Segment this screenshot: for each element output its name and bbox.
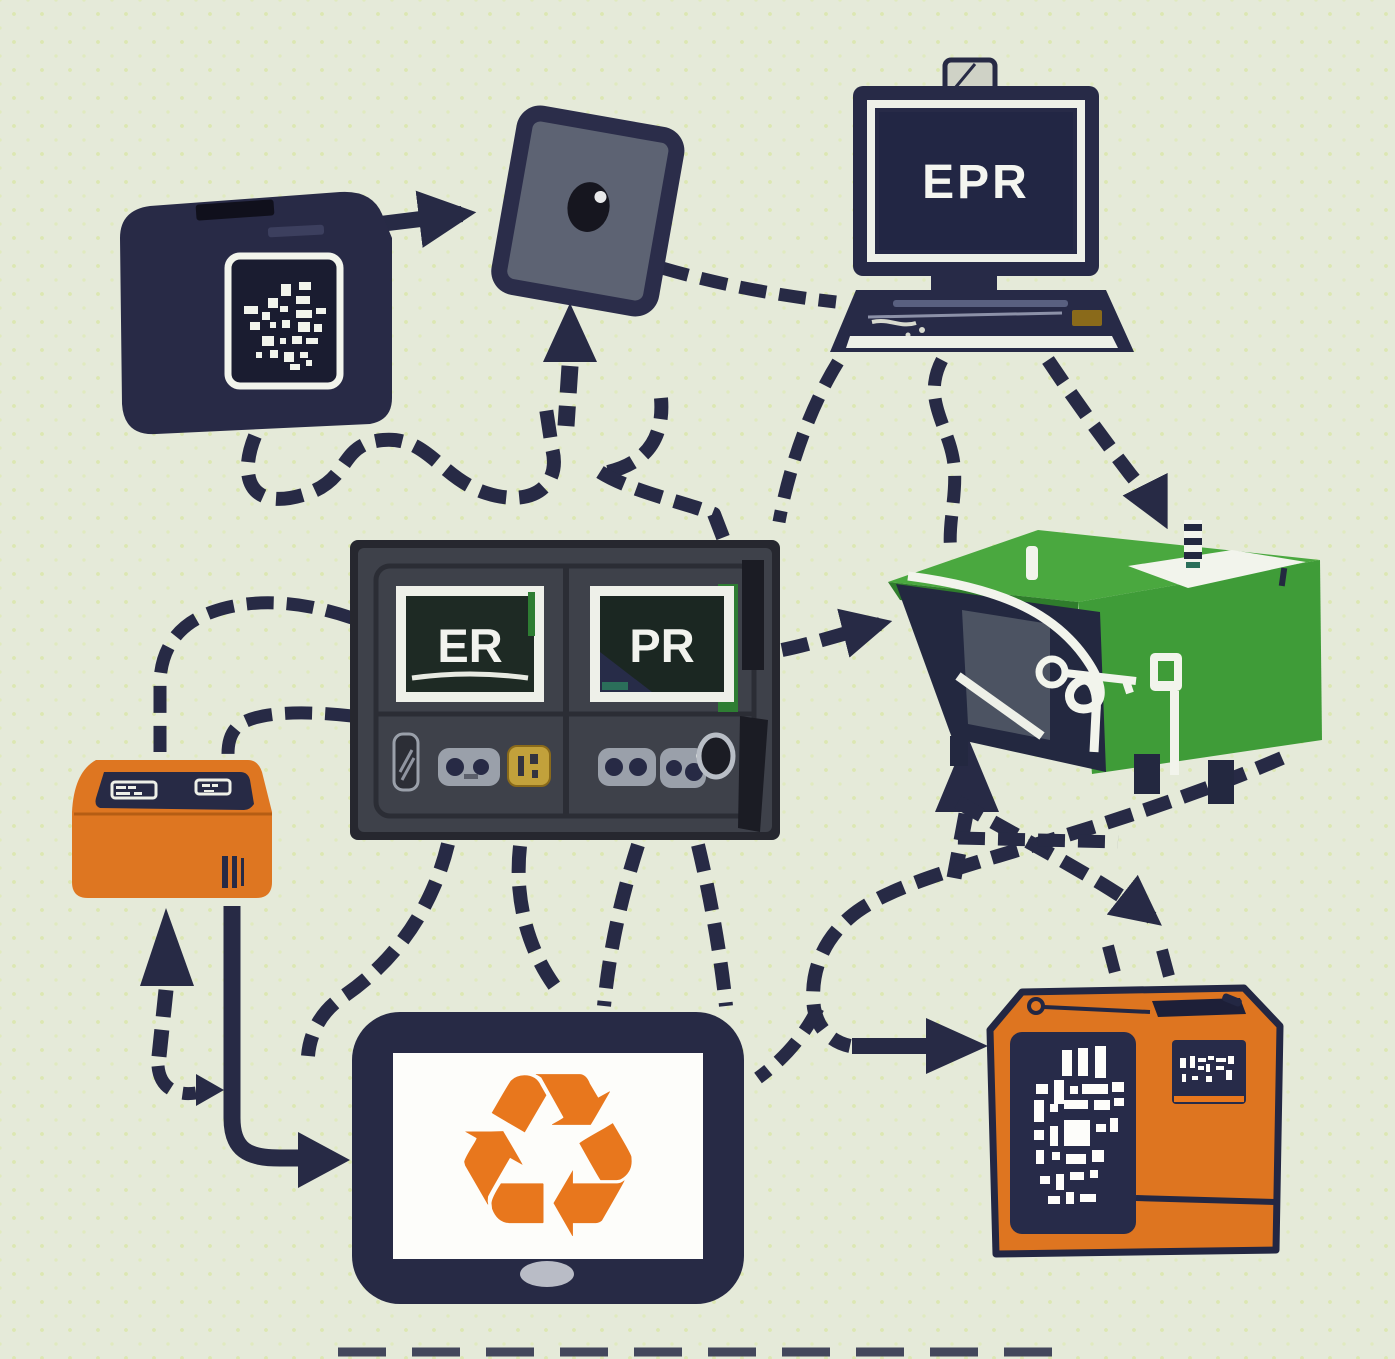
machine-screen-left-text: ER [437,619,502,672]
machine-side-tab-lower [738,716,768,832]
kiosk-top-line [1043,1005,1151,1014]
kiosk-qr-panel [1010,1032,1136,1234]
arrow-up-into-tablet [543,303,597,427]
orange-kiosk [986,984,1284,1258]
arrow-stub-kiosk-1 [1102,944,1124,986]
arrow-tablet-to-keyboard [660,261,837,309]
button-group-1 [438,748,500,786]
arrow-printer-to-tablet [372,190,477,262]
bin-top-patch [1128,550,1306,588]
arrow-machine-to-scanner-2 [221,706,353,755]
arrow-stub-kiosk-2 [1156,948,1176,982]
arrow-cross-to-kiosk-top [954,795,1162,926]
bin-post [1026,546,1038,580]
qr-code-icon [224,252,344,390]
kiosk-top-slot [1152,998,1246,1017]
arrow-scanner-to-recycle [223,906,350,1188]
gold-button [507,745,551,787]
desktop-computer: EPR [830,57,1134,352]
dial-ring [696,732,736,780]
printer-top-slot-2 [267,224,325,238]
bin-connector [1150,653,1182,775]
camera-icon [567,182,610,232]
arrow-machine-to-recycle-1 [301,842,455,1057]
green-bin [888,520,1322,804]
qr-code-icon-large [1034,1046,1124,1204]
scanner-label-2 [194,778,232,796]
keyboard-badge [1072,310,1102,326]
arrow-network [140,190,1285,1357]
button-group-2 [598,748,656,786]
recycle-icon: ♻ [445,1024,651,1291]
machine-screen-right-text: PR [629,619,694,672]
arrow-junction-to-tablet [754,1005,824,1084]
keyboard-icon [830,290,1134,352]
machine-controls [392,732,736,792]
bin-leg-1 [950,736,968,766]
bin-mark [1278,567,1288,587]
machine-screen-left: ER [396,586,544,702]
bin-leg-2 [1134,754,1160,794]
recycle-tablet: ♻ [352,1012,744,1304]
recycle-tablet-screen [393,1053,703,1259]
scanner-label-1 [110,780,158,800]
arrow-into-kiosk [852,1018,988,1074]
machine-side-tab [742,560,764,670]
arrow-printer-to-machine [240,400,561,506]
arrow-meander-right [606,397,669,479]
arrow-up-left [140,908,224,1106]
arrow-keyboard-down [927,356,962,553]
bin-inner-panel [962,610,1050,740]
kiosk-top-loop [1027,997,1045,1015]
monitor-screen [879,112,1073,250]
bin-striped-pole [1184,520,1202,568]
machine-screen-right: PR [590,586,734,702]
arrow-machine-to-recycle-2 [511,845,562,993]
arrow-keyboard-to-machine [772,358,844,524]
monitor-screen-text: EPR [922,156,1030,209]
bin-top-face [888,530,1320,602]
arrow-machine-to-bin [780,608,893,658]
bin-front-face [1078,560,1322,774]
arrow-machine-to-scanner-1 [153,596,355,752]
tablet-top-device [491,105,685,317]
arrow-keyboard-to-bin [1042,356,1169,530]
printer-top-slot [195,199,275,221]
arrow-horizontal-mid [957,831,1119,849]
bin-highlight [955,672,1045,740]
arrow-machine-to-recycle-3 [597,842,645,1007]
erpr-machine: ER PR [350,540,780,840]
kiosk-top-notch [1222,993,1242,1007]
arrow-machine-to-recycle-4 [691,843,733,1007]
home-button [520,1261,574,1287]
kiosk-screen [1172,1040,1246,1104]
orange-scanner [72,760,272,898]
arrow-meander-to-machine-top [596,465,731,543]
kiosk-screen-underline [1174,1096,1244,1102]
monitor-inner-frame [867,100,1085,262]
bin-leg-3 [1208,760,1234,804]
printer-device [120,191,392,435]
power-cord-icon [907,571,1105,753]
barcode-icon [222,856,244,888]
key-icon [1035,655,1137,695]
kiosk-divider-line [1135,1195,1277,1205]
